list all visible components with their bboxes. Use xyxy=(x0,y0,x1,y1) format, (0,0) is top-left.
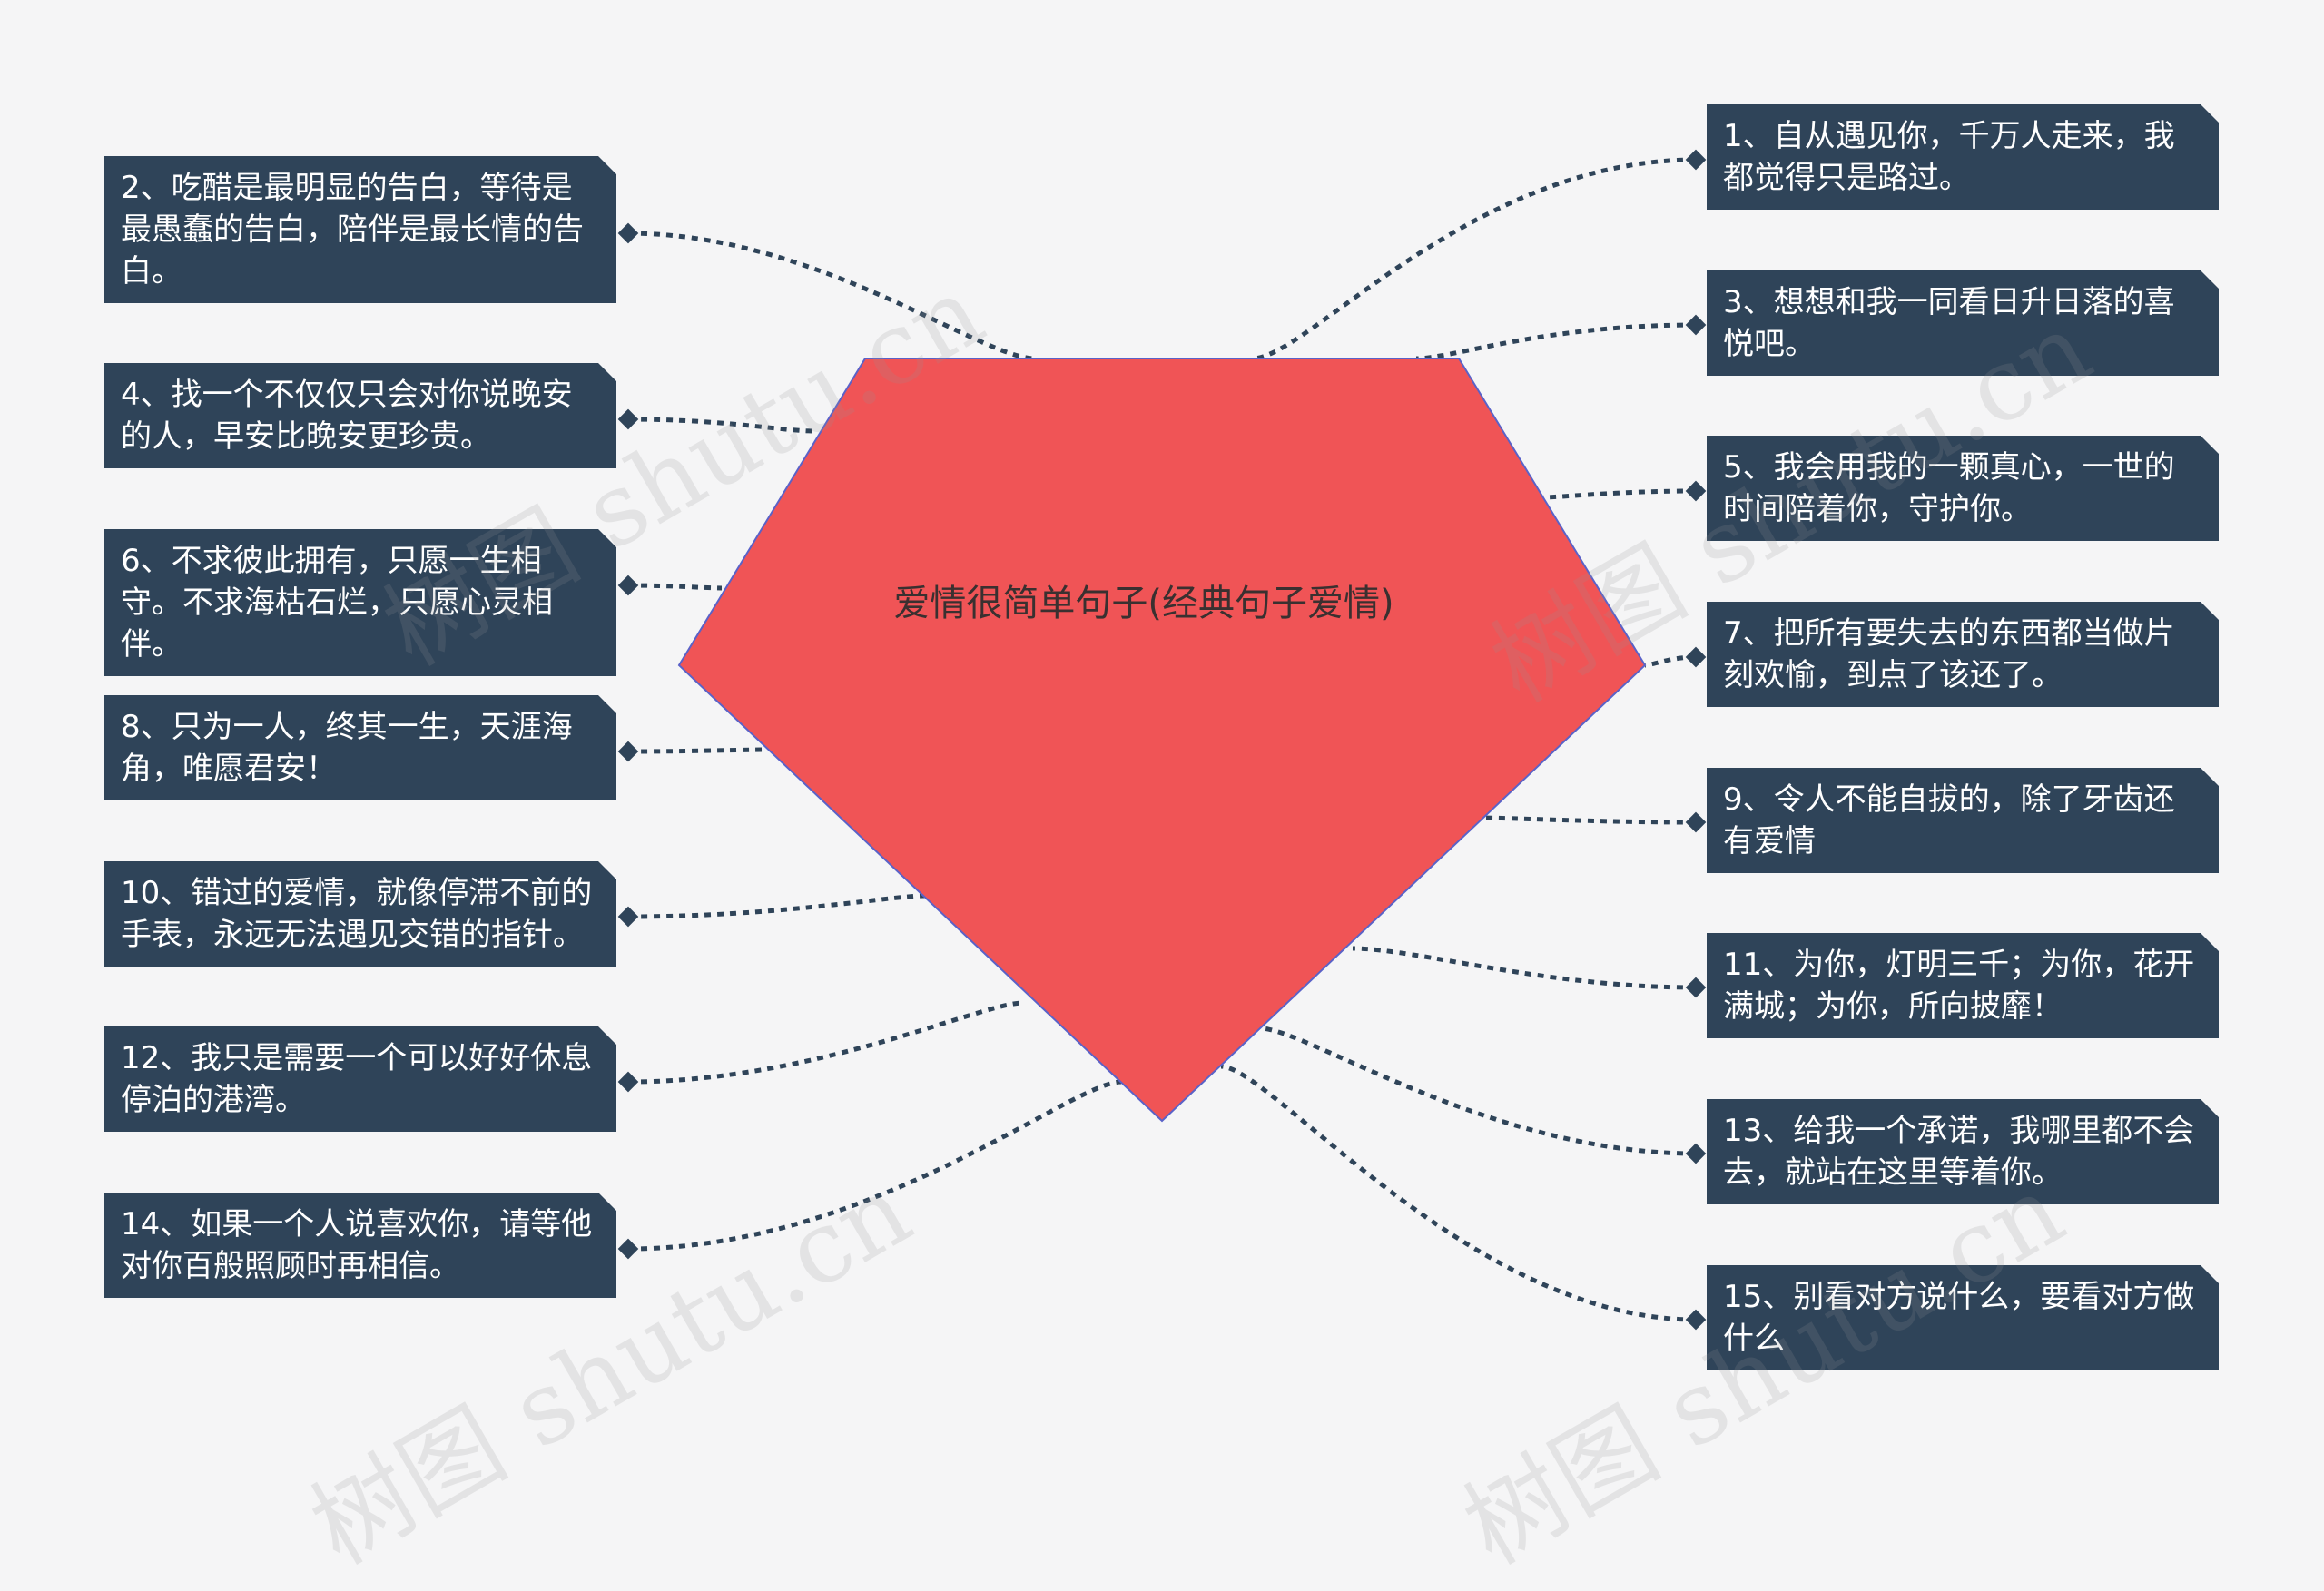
right-connector-diamond-8 xyxy=(1685,1309,1707,1331)
node-text: 3、想想和我一同看日升日落的喜悦吧。 xyxy=(1723,284,2175,362)
right-node-3[interactable]: 5、我会用我的一颗真心，一世的时间陪着你，守护你。 xyxy=(1707,436,2219,541)
left-connector-diamond-1 xyxy=(617,222,639,244)
right-node-6[interactable]: 11、为你，灯明三千；为你，花开满城；为你，所向披靡！ xyxy=(1707,933,2219,1038)
left-connector-3 xyxy=(627,583,723,591)
right-connector-diamond-2 xyxy=(1685,314,1707,336)
node-text: 15、别看对方说什么，要看对方做什么 xyxy=(1723,1279,2195,1357)
node-text: 6、不求彼此拥有，只愿一生相守。不求海枯石烂，只愿心灵相伴。 xyxy=(121,543,553,663)
left-connector-diamond-3 xyxy=(617,575,639,596)
node-text: 5、我会用我的一颗真心，一世的时间陪着你，守护你。 xyxy=(1723,449,2175,527)
node-text: 10、错过的爱情，就像停滞不前的手表，永远无法遇见交错的指针。 xyxy=(121,875,593,953)
left-node-2[interactable]: 4、找一个不仅仅只会对你说晚安的人，早安比晚安更珍贵。 xyxy=(104,363,616,468)
left-node-6[interactable]: 12、我只是需要一个可以好好休息停泊的港湾。 xyxy=(104,1026,616,1132)
right-connector-8 xyxy=(1220,1064,1697,1322)
node-text: 7、把所有要失去的东西都当做片刻欢愉，到点了该还了。 xyxy=(1723,615,2175,693)
node-text: 12、我只是需要一个可以好好休息停泊的港湾。 xyxy=(121,1040,593,1118)
node-text: 8、只为一人，终其一生，天涯海角，唯愿君安！ xyxy=(121,709,573,787)
right-node-4[interactable]: 7、把所有要失去的东西都当做片刻欢愉，到点了该还了。 xyxy=(1707,602,2219,707)
right-node-1[interactable]: 1、自从遇见你，千万人走来，我都觉得只是路过。 xyxy=(1707,104,2219,210)
node-text: 9、令人不能自拔的，除了牙齿还有爱情 xyxy=(1723,781,2175,859)
center-topic-label: 爱情很简单句子(经典句子爱情) xyxy=(893,583,1394,624)
node-text: 1、自从遇见你，千万人走来，我都觉得只是路过。 xyxy=(1723,118,2175,196)
right-connector-diamond-4 xyxy=(1685,646,1707,668)
left-connector-2 xyxy=(627,417,816,434)
left-connector-5 xyxy=(627,893,925,919)
left-connector-diamond-2 xyxy=(617,408,639,430)
left-node-5[interactable]: 10、错过的爱情，就像停滞不前的手表，永远无法遇见交错的指针。 xyxy=(104,861,616,967)
right-connector-diamond-6 xyxy=(1685,977,1707,998)
right-connector-2 xyxy=(1415,322,1697,361)
right-connector-diamond-7 xyxy=(1685,1143,1707,1164)
right-connector-1 xyxy=(1252,157,1697,361)
mindmap-canvas xyxy=(617,149,1707,1331)
node-text: 4、找一个不仅仅只会对你说晚安的人，早安比晚安更珍贵。 xyxy=(121,377,573,455)
node-text: 13、给我一个承诺，我哪里都不会去，就站在这里等着你。 xyxy=(1723,1113,2195,1191)
left-node-3[interactable]: 6、不求彼此拥有，只愿一生相守。不求海枯石烂，只愿心灵相伴。 xyxy=(104,529,616,676)
node-text: 2、吃醋是最明显的告白，等待是最愚蠢的告白，陪伴是最长情的告白。 xyxy=(121,170,584,290)
right-node-5[interactable]: 9、令人不能自拔的，除了牙齿还有爱情 xyxy=(1707,768,2219,873)
node-text: 14、如果一个人说喜欢你，请等他对你百般照顾时再相信。 xyxy=(121,1206,593,1284)
node-text: 11、为你，灯明三千；为你，花开满城；为你，所向披靡！ xyxy=(1723,947,2195,1025)
right-node-7[interactable]: 13、给我一个承诺，我哪里都不会去，就站在这里等着你。 xyxy=(1707,1099,2219,1204)
left-node-1[interactable]: 2、吃醋是最明显的告白，等待是最愚蠢的告白，陪伴是最长情的告白。 xyxy=(104,156,616,303)
left-node-4[interactable]: 8、只为一人，终其一生，天涯海角，唯愿君安！ xyxy=(104,695,616,800)
right-connector-diamond-3 xyxy=(1685,480,1707,502)
left-connector-diamond-7 xyxy=(617,1238,639,1260)
center-pentagon[interactable] xyxy=(677,358,1647,1123)
left-connector-7 xyxy=(627,1079,1122,1252)
right-connector-6 xyxy=(1352,946,1697,990)
connector-lines xyxy=(617,149,1707,1331)
right-node-2[interactable]: 3、想想和我一同看日升日落的喜悦吧。 xyxy=(1707,270,2219,376)
left-connector-1 xyxy=(627,231,1036,361)
left-connector-diamond-6 xyxy=(617,1071,639,1093)
right-connector-5 xyxy=(1479,815,1697,825)
right-connector-7 xyxy=(1259,1026,1697,1156)
right-connector-diamond-1 xyxy=(1685,149,1707,171)
left-connector-6 xyxy=(627,1000,1024,1085)
left-connector-diamond-5 xyxy=(617,906,639,928)
right-node-8[interactable]: 15、别看对方说什么，要看对方做什么 xyxy=(1707,1265,2219,1370)
left-connector-4 xyxy=(627,747,768,754)
left-connector-diamond-4 xyxy=(617,741,639,762)
right-connector-diamond-5 xyxy=(1685,811,1707,833)
right-connector-3 xyxy=(1542,488,1697,500)
left-node-7[interactable]: 14、如果一个人说喜欢你，请等他对你百般照顾时再相信。 xyxy=(104,1193,616,1298)
